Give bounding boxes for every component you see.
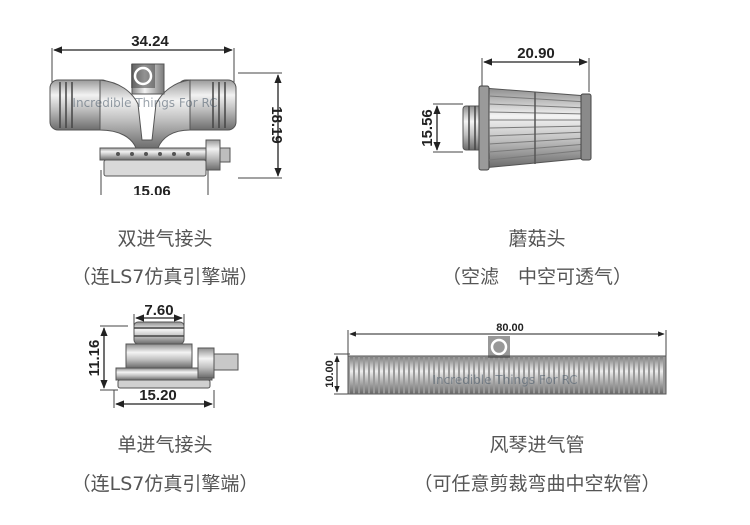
tube-rib (640, 356, 643, 394)
dual-inlet-name: 双进气接头 (117, 228, 213, 250)
tube-rib (440, 356, 443, 394)
base-dimension-label: 15.06 (133, 183, 171, 195)
tube-rib (610, 356, 613, 394)
tube-rib (445, 356, 448, 394)
tube-rib (505, 356, 508, 394)
single-inlet-name: 单进气接头 (117, 434, 213, 456)
tube-rib (540, 356, 543, 394)
tube-rib (520, 356, 523, 394)
tube-rib (485, 356, 488, 394)
dual-inlet-part (49, 63, 237, 177)
tube-rib (365, 356, 368, 394)
tube-rib (580, 356, 583, 394)
single-inlet-panel: 7.60 11.16 15.20 (0, 290, 375, 425)
tube-rib (435, 356, 438, 394)
tube-rib (595, 356, 598, 394)
tube-rib (510, 356, 513, 394)
tube-rib (530, 356, 533, 394)
watermark-text: Incredible Things For RC (72, 96, 217, 110)
tube-rib (630, 356, 633, 394)
tube-rib (545, 356, 548, 394)
tube-rib (490, 356, 493, 394)
accordion-tube-panel: 80.00 10.00 Incredible Things For RC (310, 300, 750, 420)
tube-rib (430, 356, 433, 394)
tube-rib (375, 356, 378, 394)
tube-rib (475, 356, 478, 394)
tube-rib (450, 356, 453, 394)
tube-rib (390, 356, 393, 394)
tube-rib (465, 356, 468, 394)
tube-rib (350, 356, 353, 394)
height-dimension-label: 18.19 (268, 106, 285, 144)
tube-rib (370, 356, 373, 394)
mushroom-head-name: 蘑菇头 (508, 228, 566, 250)
tube-rib (570, 356, 573, 394)
tube-rib (410, 356, 413, 394)
tube-rib (565, 356, 568, 394)
tube-rib (425, 356, 428, 394)
tube-rib (635, 356, 638, 394)
tube-rib (600, 356, 603, 394)
tube-rib (415, 356, 418, 394)
tube-rib (420, 356, 423, 394)
tube-rib (655, 356, 658, 394)
tube-rib (555, 356, 558, 394)
tube-rib (480, 356, 483, 394)
single-inlet-drawing: 7.60 11.16 15.20 (86, 302, 239, 408)
tube-rib (625, 356, 628, 394)
tube-rib (355, 356, 358, 394)
watermark-logo (488, 336, 510, 358)
tube-rib (645, 356, 648, 394)
height-dimension-label: 10.00 (324, 360, 336, 388)
tube-rib (460, 356, 463, 394)
tube-rib (550, 356, 553, 394)
dual-inlet-drawing: 34.24 18.19 15.06 (49, 33, 285, 205)
watermark-logo (131, 64, 155, 88)
tube-rib (385, 356, 388, 394)
tube-rib (455, 356, 458, 394)
tube-rib (380, 356, 383, 394)
accordion-tube-note: （可任意剪裁弯曲中空软管） (413, 473, 661, 495)
mushroom-head-panel: 20.90 15.56 (375, 0, 750, 195)
tube-rib (650, 356, 653, 394)
tube-rib (660, 356, 663, 394)
tube-rib (395, 356, 398, 394)
tube-rib (525, 356, 528, 394)
tube-rib (535, 356, 538, 394)
dual-inlet-note: （连LS7仿真引擎端） (71, 266, 259, 288)
tube-rib (515, 356, 518, 394)
tube-rib (605, 356, 608, 394)
tube-rib (585, 356, 588, 394)
tube-rib (400, 356, 403, 394)
width-dimension-label: 20.90 (517, 45, 555, 62)
accordion-tube-part (347, 355, 667, 395)
accordion-tube-drawing: 80.00 10.00 Incredible Things For RC (324, 322, 667, 395)
width-dimension-label: 80.00 (496, 322, 524, 334)
mushroom-head-note: （空滤 中空可透气） (441, 266, 632, 288)
accordion-tube-name: 风琴进气管 (489, 434, 585, 456)
tube-rib (495, 356, 498, 394)
watermark-text: Incredible Things For RC (432, 373, 577, 387)
tube-rib (405, 356, 408, 394)
dual-inlet-panel: 34.24 18.19 15.06 (0, 0, 375, 205)
width-dimension-label: 34.24 (131, 33, 169, 50)
single-inlet-part (115, 321, 239, 389)
single-inlet-note: （连LS7仿真引擎端） (71, 473, 259, 495)
mushroom-head-drawing: 20.90 15.56 (419, 45, 592, 171)
tube-rib (500, 356, 503, 394)
tube-rib (470, 356, 473, 394)
mushroom-filter-part (462, 85, 592, 171)
tube-rib (575, 356, 578, 394)
tube-rib (620, 356, 623, 394)
tube-rib (590, 356, 593, 394)
height-dimension-label: 11.16 (86, 340, 103, 377)
base-dimension-label: 15.20 (139, 387, 177, 404)
tube-rib (560, 356, 563, 394)
top-dimension-label: 7.60 (144, 302, 173, 319)
tube-rib (615, 356, 618, 394)
tube-rib (360, 356, 363, 394)
height-dimension-label: 15.56 (419, 109, 436, 147)
